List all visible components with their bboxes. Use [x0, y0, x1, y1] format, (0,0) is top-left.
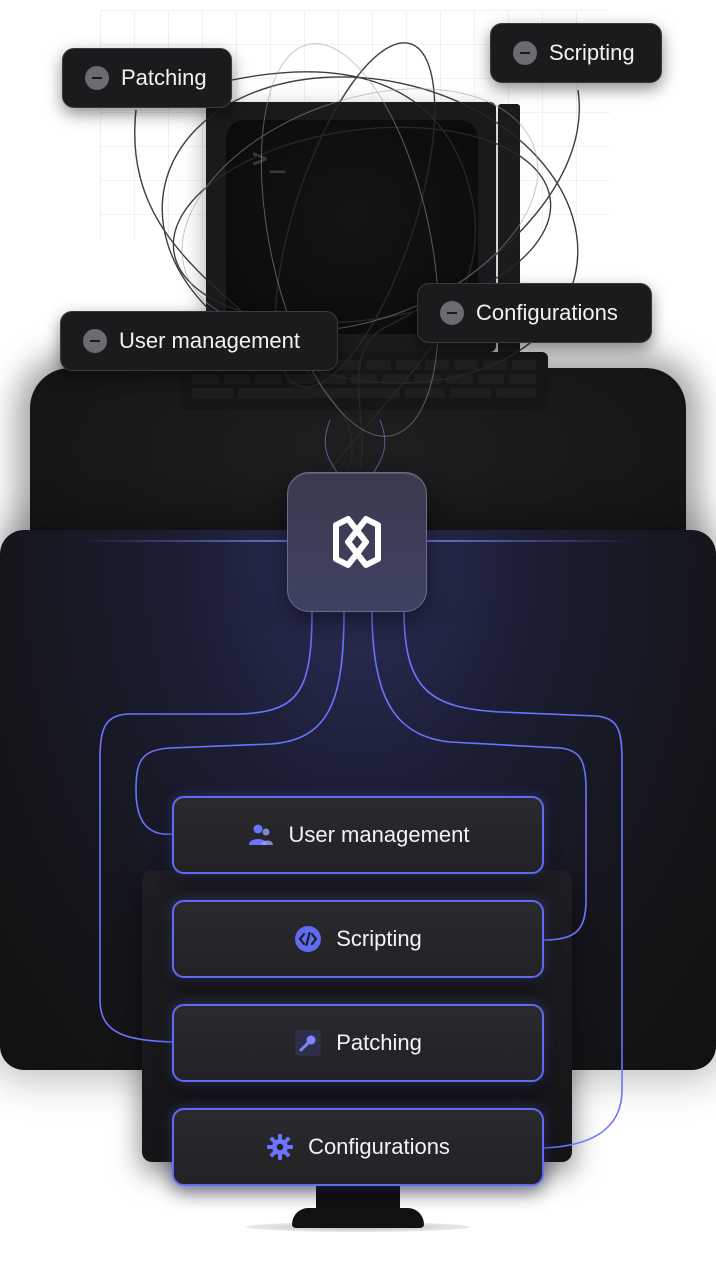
tag-configurations: Configurations — [417, 283, 652, 343]
brand-logo-icon — [333, 516, 381, 568]
minus-circle-icon — [85, 66, 109, 90]
card-patching-label: Patching — [336, 1030, 422, 1055]
card-user-management-label: User management — [288, 822, 470, 847]
tag-patching: Patching — [62, 48, 232, 108]
gear-icon — [266, 1133, 294, 1161]
tag-scripting: Scripting — [490, 23, 662, 83]
minus-circle-icon — [513, 41, 537, 65]
terminal-prompt: >_ — [252, 144, 288, 174]
code-icon — [294, 925, 322, 953]
stand-base — [292, 1208, 424, 1228]
tag-user-management-label: User management — [119, 328, 300, 353]
tag-user-management: User management — [60, 311, 338, 371]
tag-scripting-label: Scripting — [549, 40, 635, 65]
users-icon — [247, 821, 275, 849]
minus-circle-icon — [83, 329, 107, 353]
card-patching[interactable]: Patching — [172, 1004, 544, 1082]
minus-circle-icon — [440, 301, 464, 325]
card-configurations[interactable]: Configurations — [172, 1108, 544, 1186]
tag-configurations-label: Configurations — [476, 300, 618, 325]
card-user-management[interactable]: User management — [172, 796, 544, 874]
card-configurations-label: Configurations — [308, 1134, 450, 1159]
card-scripting-label: Scripting — [336, 926, 422, 951]
card-scripting[interactable]: Scripting — [172, 900, 544, 978]
wrench-icon — [294, 1029, 322, 1057]
tag-patching-label: Patching — [121, 65, 207, 90]
hub-logo-tile — [287, 472, 427, 612]
